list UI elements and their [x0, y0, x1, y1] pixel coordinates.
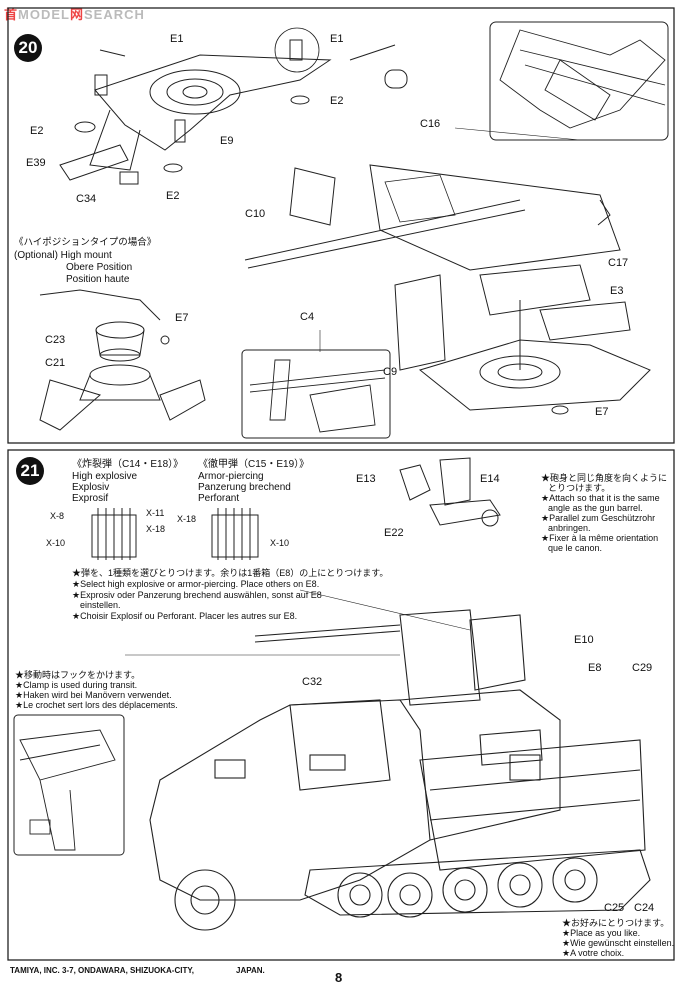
angle-note-jp-cont: とりつけます。	[548, 483, 611, 493]
watermark-model: MODEL	[18, 7, 70, 22]
part-label-c29: C29	[632, 662, 653, 674]
part-label-c25: C25	[604, 902, 625, 914]
place-note-de: ★Wie gewünscht einstellen.	[562, 938, 675, 948]
part-label-c9: C9	[383, 366, 398, 378]
part-label-e9: E9	[220, 135, 234, 147]
step20-frame	[7, 7, 675, 444]
part-label-c21: C21	[45, 357, 66, 369]
select-note-de: ★Exprosiv oder Panzerung brechend auswäh…	[72, 590, 322, 600]
inset-c4-detail	[249, 359, 386, 433]
ammo-label-x10: X-10	[46, 538, 66, 548]
high-mount-drawing	[39, 289, 206, 431]
part-label-e14: E14	[480, 473, 500, 485]
inset-clamp	[13, 714, 125, 856]
ammo-label-x8: X-8	[50, 511, 65, 521]
place-note-en: ★Place as you like.	[562, 928, 641, 938]
part-label-e7: E7	[595, 406, 609, 418]
ammo-rack-he	[91, 508, 137, 560]
part-label-c4: C4	[300, 311, 315, 323]
ammo-label-x18: X-18	[146, 524, 166, 534]
place-note-fr: ★A votre choix.	[562, 948, 625, 958]
footer-company: TAMIYA, INC. 3-7, ONDAWARA, SHIZUOKA-CIT…	[10, 966, 195, 975]
step21-frame	[7, 449, 675, 961]
part-label-e2: E2	[166, 190, 180, 202]
step-21-badge: 21	[16, 457, 44, 485]
part-label-c34: C34	[76, 193, 97, 205]
part-label-c17: C17	[608, 257, 629, 269]
select-note-fr: ★Choisir Explosif ou Perforant. Placer l…	[72, 611, 298, 621]
part-label-e22: E22	[384, 527, 404, 539]
part-label-e7: E7	[175, 312, 189, 324]
ap-de: Panzerung brechend	[198, 482, 291, 493]
part-label-c32: C32	[302, 676, 323, 688]
footer-country: JAPAN.	[236, 966, 265, 975]
angle-note-en-cont: angle as the gun barrel.	[548, 503, 643, 513]
part-label-e1: E1	[330, 33, 344, 45]
part-label-e39: E39	[26, 157, 46, 169]
clamp-note-jp: ★移動時はフックをかけます。	[15, 670, 141, 680]
he-fr: Exprosif	[72, 493, 109, 504]
halftrack-vehicle	[149, 609, 651, 931]
clamp-detail	[19, 729, 116, 851]
ap-fr: Perforant	[198, 493, 240, 504]
watermark: 首MODEL网SEARCH	[4, 4, 145, 23]
page-number: 8	[335, 970, 343, 985]
angle-note-fr: ★Fixer à la même orientation	[541, 533, 659, 543]
part-label-e8: E8	[588, 662, 602, 674]
select-note-en: ★Select high explosive or armor-piercing…	[72, 579, 320, 589]
leader-lines	[125, 127, 581, 656]
ap-jp: 《徹甲弾（C15・E19）》	[198, 459, 310, 470]
part-label-c23: C23	[45, 334, 66, 346]
clamp-note-de: ★Haken wird bei Manövern verwendet.	[15, 690, 172, 700]
ammo-label-x10: X-10	[270, 538, 290, 548]
he-de: Explosiv	[72, 482, 110, 493]
cross-mount-upper	[59, 27, 408, 185]
part-label-c10: C10	[245, 208, 266, 220]
high-mount-fr: Position haute	[66, 274, 130, 285]
watermark-char: 首	[4, 7, 19, 22]
high-mount-jp: 《ハイポジションタイプの場合》	[14, 237, 157, 248]
angle-note-de: ★Parallel zum Geschützrohr	[541, 513, 656, 523]
select-note-de-cont: einstellen.	[80, 600, 121, 610]
sight-parts	[399, 457, 501, 527]
part-label-e1: E1	[170, 33, 184, 45]
part-label-e10: E10	[574, 634, 594, 646]
watermark-search: SEARCH	[83, 7, 145, 22]
part-label-e13: E13	[356, 473, 376, 485]
high-mount-en: (Optional) High mount	[14, 250, 112, 261]
part-label-e2: E2	[30, 125, 44, 137]
angle-note-fr-cont: que le canon.	[548, 543, 603, 553]
ammo-rack-ap	[211, 508, 259, 560]
watermark-char: 网	[69, 7, 84, 22]
clamp-note-fr: ★Le crochet sert lors des déplacements.	[15, 700, 178, 710]
inset-gun-detail	[499, 29, 666, 129]
high-mount-de: Obere Position	[66, 262, 133, 273]
place-note-jp: ★お好みにとりつけます。	[562, 918, 670, 928]
angle-note-jp: ★砲身と同じ角度を向くように	[541, 473, 668, 483]
clamp-note-en: ★Clamp is used during transit.	[15, 680, 138, 690]
inset-c4	[241, 349, 391, 439]
part-label-e3: E3	[610, 285, 624, 297]
angle-note-en: ★Attach so that it is the same	[541, 493, 660, 503]
part-label-c24: C24	[634, 902, 655, 914]
ammo-label-x11: X-11	[146, 508, 165, 518]
angle-note-de-cont: anbringen.	[548, 523, 591, 533]
he-en: High explosive	[72, 471, 138, 482]
step-20-badge: 20	[14, 34, 42, 62]
gun-assembly-main	[244, 164, 651, 415]
he-jp: 《炸裂弾（C14・E18）》	[72, 459, 184, 470]
part-label-c16: C16	[420, 118, 441, 130]
inset-upper-right	[489, 21, 669, 141]
ap-en: Armor-piercing	[198, 471, 264, 482]
select-note-jp: ★弾を、1種類を選びとりつけます。余りは1番箱（E8）の上にとりつけます。	[72, 568, 389, 578]
part-label-e2: E2	[330, 95, 344, 107]
ammo-label-x18: X-18	[177, 514, 197, 524]
